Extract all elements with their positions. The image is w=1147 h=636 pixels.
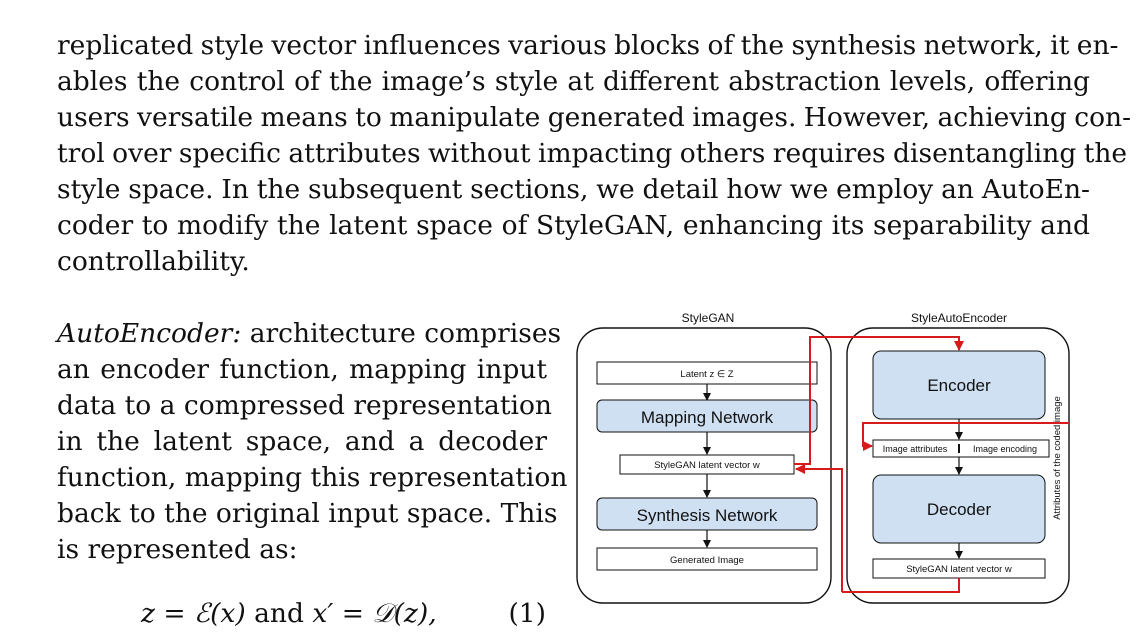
- code-box: [872, 439, 1050, 458]
- red-line-decoder-output: [842, 578, 960, 593]
- stylegan-w-label: StyleGAN latent vector w: [654, 460, 760, 471]
- autoencoder-line: data to a compressed representation: [57, 390, 552, 421]
- latent-z-label: Latent z ∈ Z: [680, 369, 733, 380]
- autoencoder-w-label: StyleGAN latent vector w: [906, 564, 1012, 575]
- autoencoder-line: is represented as:: [57, 534, 298, 565]
- body-paragraph: replicated style vector influences vario…: [57, 28, 1132, 280]
- autoencoder-heading: AutoEncoder:: [57, 318, 242, 349]
- autoencoder-first-line-text: architecture comprises: [241, 318, 562, 349]
- architecture-diagram: StyleGAN StyleAutoEncoder Latent z ∈ Z M…: [576, 311, 1070, 604]
- image-attributes-label: Image attributes: [883, 444, 948, 454]
- encoder-label: Encoder: [927, 376, 991, 395]
- styleautoencoder-container: [846, 327, 1070, 604]
- equation-number: (1): [508, 598, 546, 629]
- red-arrow-attributes-in: [862, 422, 1069, 451]
- side-label: Attributes of the coded image: [1052, 396, 1063, 520]
- eq-decoder: 𝒟(z),: [372, 598, 437, 629]
- paragraph-line: ables the control of the image’s style a…: [57, 66, 1090, 97]
- equation-1: z = ℰ(x) and x′ = 𝒟(z), (1): [141, 596, 546, 632]
- autoencoder-paragraph: AutoEncoder: architecture comprises an e…: [57, 316, 568, 568]
- paragraph-line: coder to modify the latent space of Styl…: [57, 210, 1090, 241]
- decoder-label: Decoder: [927, 500, 992, 519]
- eq-and: and: [245, 598, 313, 629]
- stylegan-container: [576, 327, 832, 604]
- generated-image-label: Generated Image: [670, 555, 744, 566]
- synthesis-network-label: Synthesis Network: [637, 506, 778, 525]
- paragraph-line: style space. In the subsequent sections,…: [57, 174, 1090, 205]
- paragraph-line: trol over specific attributes without im…: [57, 138, 1128, 169]
- paragraph-line: replicated style vector influences vario…: [57, 30, 1119, 61]
- styleautoencoder-title: StyleAutoEncoder: [911, 311, 1007, 325]
- autoencoder-line: an encoder function, mapping input: [57, 354, 547, 385]
- autoencoder-line: back to the original input space. This: [57, 498, 558, 529]
- eq-encoder: ℰ(x): [194, 598, 246, 629]
- image-encoding-label: Image encoding: [973, 444, 1037, 454]
- eq-xprime: x′: [312, 598, 334, 629]
- autoencoder-first-line: AutoEncoder: architecture comprises: [57, 316, 561, 352]
- eq-equals-2: =: [333, 598, 373, 629]
- autoencoder-line: in the latent space, and a decoder: [57, 426, 547, 457]
- eq-equals-1: =: [154, 598, 195, 629]
- autoencoder-line: function, mapping this representation: [57, 462, 568, 493]
- generated-image-box: [596, 547, 818, 571]
- red-arrow-back-to-stylegan: [795, 464, 843, 592]
- mapping-network-label: Mapping Network: [641, 408, 774, 427]
- architecture-figure: StyleGAN StyleAutoEncoder Latent z ∈ Z M…: [570, 306, 1075, 612]
- paragraph-line: controllability.: [57, 246, 250, 277]
- paragraph-line: users versatile means to manipulate gene…: [57, 102, 1132, 133]
- stylegan-title: StyleGAN: [682, 311, 735, 325]
- eq-z: z: [141, 598, 155, 629]
